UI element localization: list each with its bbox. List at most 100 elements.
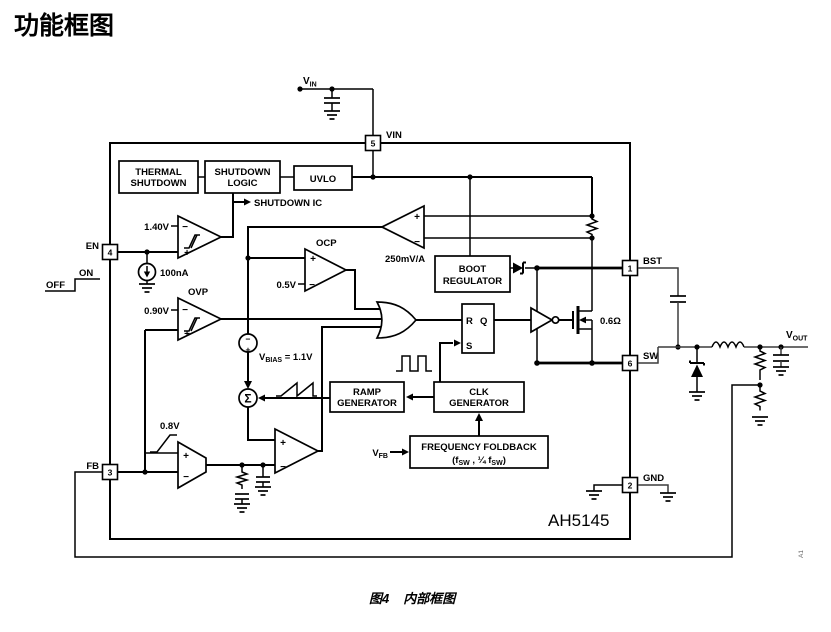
- pin-bst: 1 BST: [621, 256, 662, 277]
- svg-text:BOOT: BOOT: [459, 264, 487, 275]
- block-thermal-shutdown: THERMAL SHUTDOWN: [118, 160, 199, 194]
- ocp-threshold-label: 0.5V: [276, 280, 296, 291]
- hysteresis-icon: [184, 234, 200, 249]
- svg-text:RAMP: RAMP: [353, 387, 382, 398]
- clock-waveform-icon: [396, 355, 432, 372]
- svg-text:3: 3: [108, 468, 113, 478]
- svg-text:ON: ON: [79, 268, 93, 279]
- output-capacitor: [772, 347, 790, 376]
- svg-text:UVLO: UVLO: [310, 174, 336, 185]
- pin-sw: 6 SW: [621, 351, 658, 372]
- svg-text:−: −: [182, 305, 188, 316]
- block-frequency-foldback: FREQUENCY FOLDBACK (fSW , ¼ fSW): [409, 435, 549, 469]
- pin-vin: 5 VIN: [364, 130, 402, 152]
- svg-text:R: R: [466, 316, 473, 327]
- svg-text:VIN: VIN: [386, 130, 402, 141]
- block-clk-generator: CLK GENERATOR: [433, 381, 525, 413]
- rdson-label: 0.6Ω: [600, 316, 621, 327]
- svg-text:S: S: [466, 341, 472, 352]
- en-threshold-label: 1.40V: [144, 222, 169, 233]
- pin-fb: 3 FB: [86, 461, 119, 481]
- chip-name: AH5145: [548, 511, 609, 530]
- vin-net-label: VIN: [303, 76, 317, 89]
- current-sense-amp: + − 250mV/A: [380, 204, 425, 265]
- svg-text:+: +: [246, 345, 251, 355]
- hysteresis-icon: [184, 317, 200, 332]
- svg-text:(fSW , ¼ fSW): (fSW , ¼ fSW): [452, 455, 506, 467]
- summing-node: Σ: [238, 381, 317, 408]
- or-gate: [375, 301, 418, 339]
- external-input-circuit: VIN: [297, 76, 374, 136]
- svg-text:GENERATOR: GENERATOR: [449, 398, 509, 409]
- compensation-network: [233, 465, 272, 513]
- svg-text:2: 2: [628, 481, 633, 491]
- sawtooth-icon: [276, 381, 317, 398]
- comparator-en: − + 1.40V: [144, 214, 223, 260]
- vfb-label: VFB: [372, 448, 388, 460]
- svg-text:5: 5: [371, 139, 376, 149]
- vbias-label: VBIAS = 1.1V: [259, 352, 313, 364]
- pin-en: 4 EN: [86, 241, 119, 261]
- block-shutdown-logic: SHUTDOWN LOGIC: [204, 160, 281, 194]
- svg-text:−: −: [183, 472, 189, 483]
- svg-text:+: +: [184, 329, 190, 340]
- shutdown-ic-label: SHUTDOWN IC: [254, 198, 322, 209]
- svg-text:+: +: [414, 212, 420, 223]
- ovp-label: OVP: [188, 287, 209, 298]
- mosfet: 0.6Ω: [572, 306, 621, 334]
- svg-text:−: −: [280, 462, 286, 473]
- error-amplifier: + − 0.8V: [160, 421, 207, 490]
- svg-text:Q: Q: [480, 316, 487, 327]
- svg-text:−: −: [246, 334, 251, 344]
- svg-text:1: 1: [628, 264, 633, 274]
- ovp-threshold-label: 0.90V: [144, 306, 169, 317]
- svg-text:REGULATOR: REGULATOR: [443, 276, 502, 287]
- svg-text:OFF: OFF: [46, 280, 65, 291]
- current-source-100na: 100nA: [137, 252, 189, 293]
- svg-text:THERMAL: THERMAL: [135, 167, 182, 178]
- comparator-pwm: + −: [274, 427, 320, 475]
- catch-diode: [688, 347, 706, 401]
- svg-text:CLK: CLK: [469, 387, 489, 398]
- en-current-label: 100nA: [160, 268, 189, 279]
- svg-text:+: +: [184, 248, 190, 259]
- svg-text:SW: SW: [643, 351, 658, 362]
- svg-text:FB: FB: [86, 461, 99, 472]
- svg-text:6: 6: [628, 359, 633, 369]
- svg-text:LOGIC: LOGIC: [227, 178, 257, 189]
- pin-gnd: 2 GND: [621, 473, 664, 494]
- wires-internal: [118, 151, 622, 500]
- svg-text:FREQUENCY FOLDBACK: FREQUENCY FOLDBACK: [421, 442, 537, 453]
- gate-driver: [530, 306, 573, 334]
- vout-net-label: VOUT: [786, 330, 808, 343]
- svg-text:−: −: [309, 280, 315, 291]
- comparator-ocp: + − 0.5V OCP: [276, 238, 348, 293]
- cs-gain-label: 250mV/A: [385, 254, 425, 265]
- svg-text:−: −: [414, 237, 420, 248]
- svg-text:BST: BST: [643, 256, 662, 267]
- feedback-return-wire: [74, 384, 760, 558]
- block-uvlo: UVLO: [293, 165, 353, 191]
- boot-diode: [510, 261, 537, 275]
- block-boot-regulator: BOOT REGULATOR: [434, 255, 511, 293]
- svg-text:EN: EN: [86, 241, 99, 252]
- page-title: 功能框图: [14, 11, 114, 40]
- svg-text:−: −: [182, 222, 188, 233]
- svg-text:Σ: Σ: [244, 392, 251, 406]
- svg-text:SHUTDOWN: SHUTDOWN: [131, 178, 187, 189]
- svg-text:SHUTDOWN: SHUTDOWN: [215, 167, 271, 178]
- svg-text:4: 4: [108, 248, 113, 258]
- on-off-waveform: OFF ON: [45, 268, 100, 292]
- svg-text:+: +: [310, 254, 316, 265]
- block-ramp-generator: RAMP GENERATOR: [329, 381, 405, 413]
- softstart-ref-label: 0.8V: [160, 421, 180, 432]
- comparator-ovp: − + 0.90V OVP: [144, 287, 223, 342]
- vbias-source: − + VBIAS = 1.1V: [238, 333, 313, 364]
- external-output-circuit: VOUT: [74, 267, 808, 558]
- svg-text:+: +: [183, 451, 189, 462]
- svg-text:+: +: [280, 438, 286, 449]
- svg-text:GND: GND: [643, 473, 664, 484]
